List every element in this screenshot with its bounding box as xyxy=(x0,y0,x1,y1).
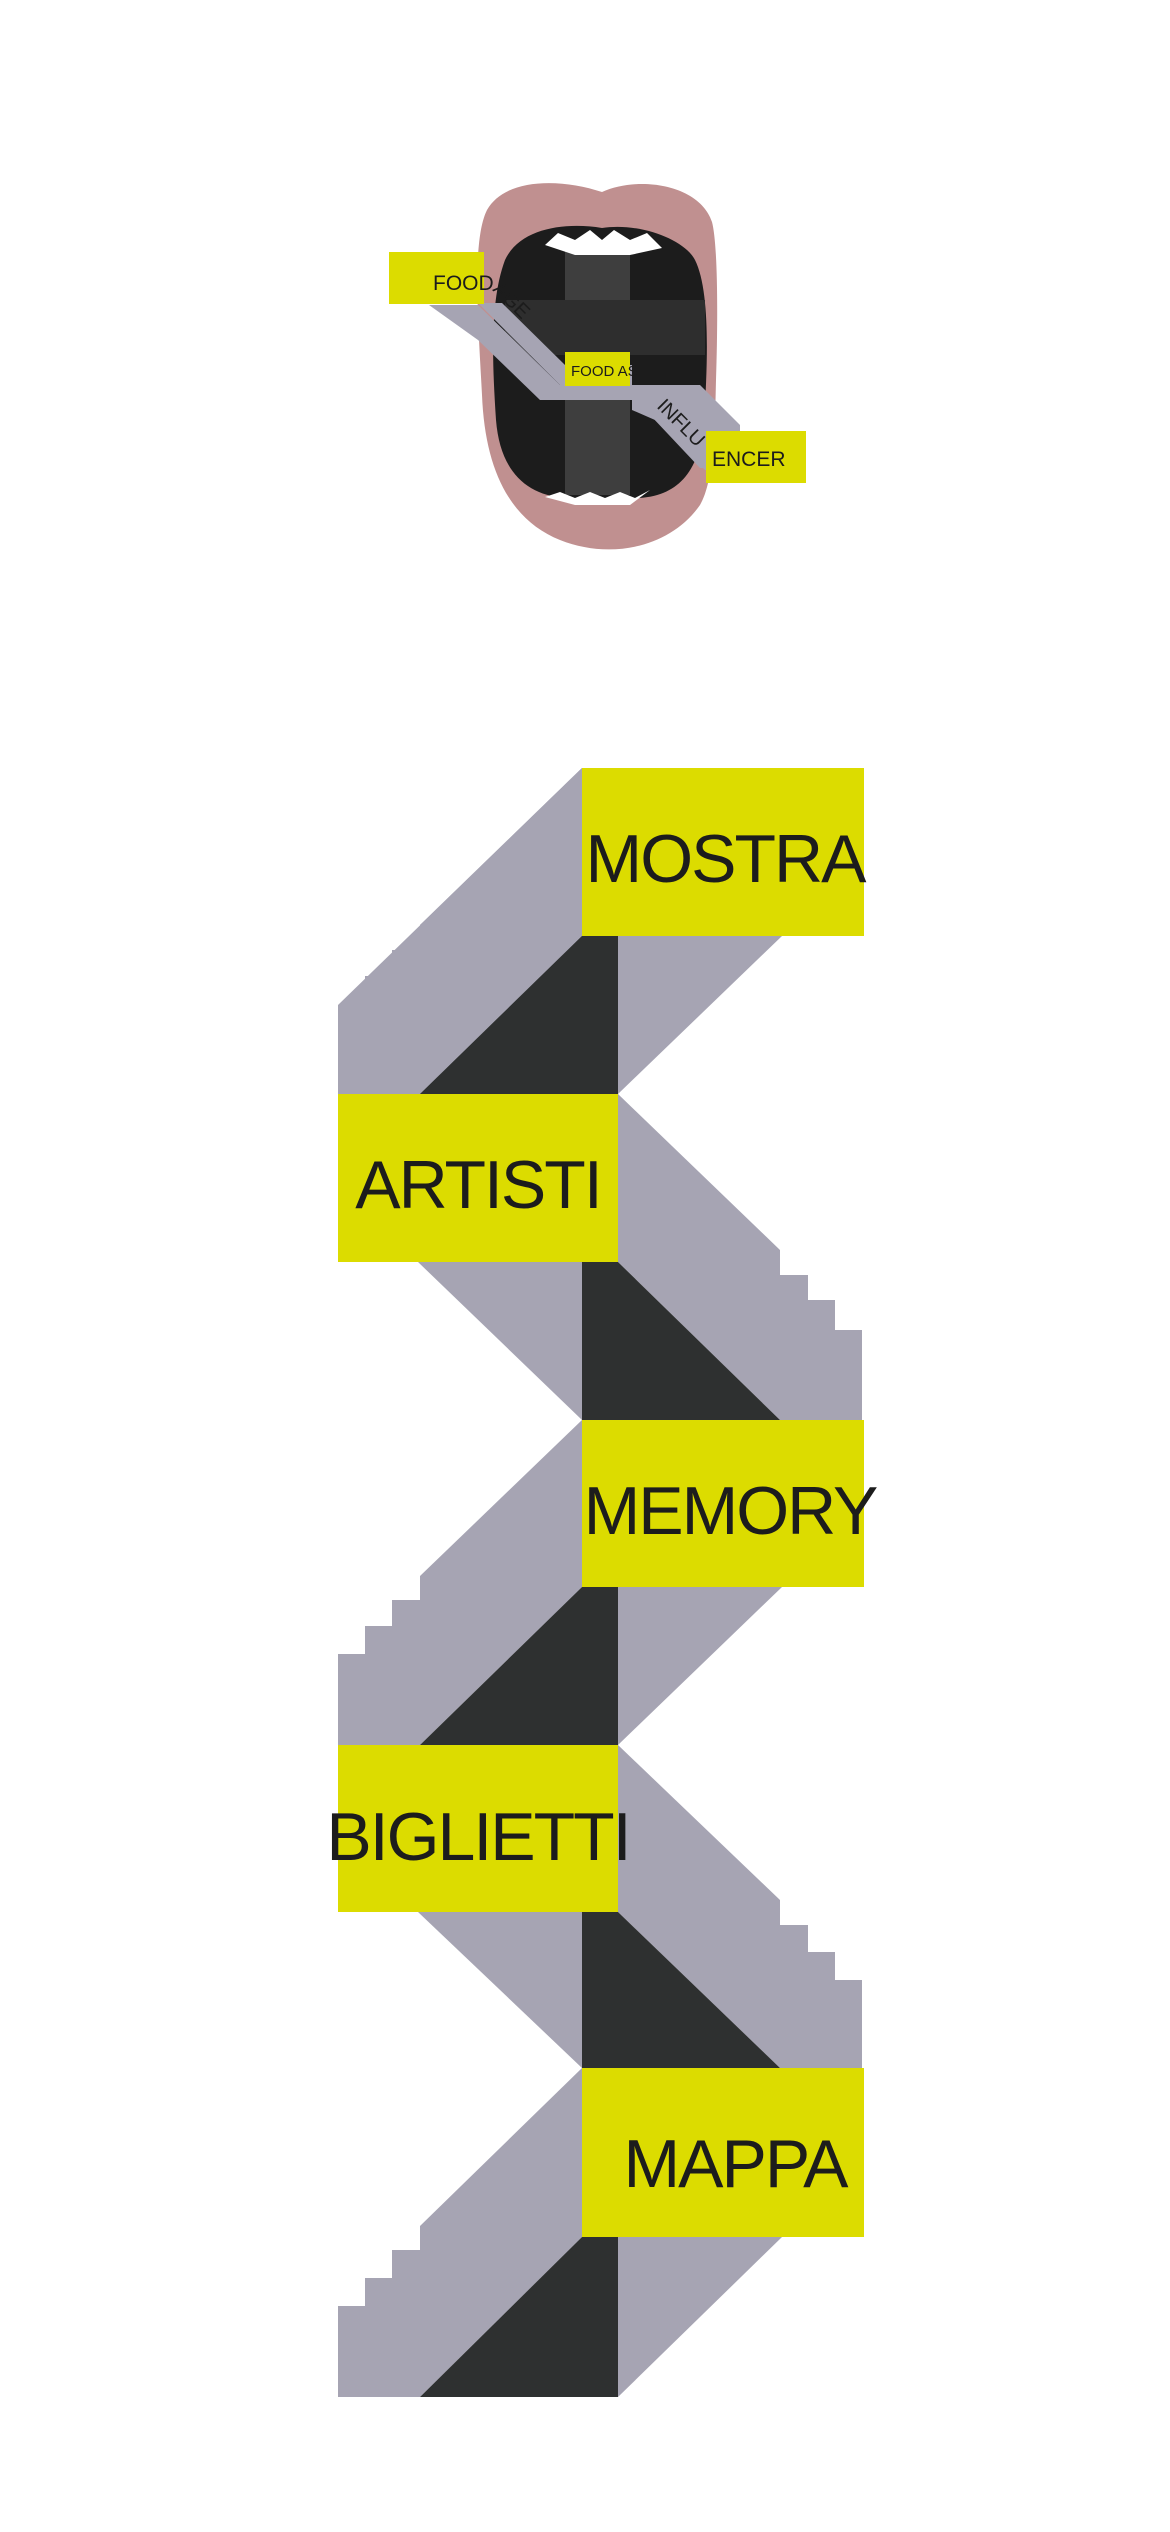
menu-item-biglietti-label: BIGLIETTI xyxy=(326,1799,629,1875)
logo-word-food: FOOD xyxy=(433,272,494,295)
menu-item-biglietti-bg xyxy=(338,1745,618,1912)
stair-segment-2 xyxy=(418,1094,862,1420)
logo-tag-food-as xyxy=(565,352,630,386)
stair-segment-4 xyxy=(418,1745,862,2068)
stair-side xyxy=(618,1587,782,1745)
menu-item-mostra-label: MOSTRA xyxy=(586,821,868,897)
lips-icon xyxy=(477,183,718,550)
menu-item-mappa-label: MAPPA xyxy=(623,2126,849,2202)
stair-side xyxy=(618,936,782,1094)
logo-tag-encer xyxy=(706,431,806,483)
menu-item-memory[interactable]: MEMORY xyxy=(582,1420,879,1587)
food-age-logo[interactable]: FOOD AGE FOOD AS INFLU ENCER xyxy=(389,183,806,550)
menu-item-memory-label: MEMORY xyxy=(584,1473,877,1549)
stair-segment-3 xyxy=(338,1420,782,1745)
menu-item-biglietti[interactable]: BIGLIETTI xyxy=(326,1745,632,1912)
stair-side xyxy=(618,2237,782,2397)
menu-item-mostra-bg xyxy=(582,768,864,936)
stair-top-flight xyxy=(338,768,582,1094)
stair-segment-5 xyxy=(338,2068,782,2397)
logo-band-upper xyxy=(478,303,632,385)
menu-item-artisti-bg xyxy=(338,1094,618,1262)
logo-tag-food xyxy=(389,252,484,304)
logo-band-shadow xyxy=(429,305,728,468)
logo-word-food-as: FOOD AS xyxy=(571,363,638,380)
stair-flight xyxy=(338,2068,582,2397)
menu-item-artisti-label: ARTISTI xyxy=(355,1147,600,1223)
menu-item-mostra[interactable]: MOSTRA xyxy=(582,768,869,936)
stair-top-shadow xyxy=(420,936,618,1094)
stair-flight xyxy=(618,1094,862,1420)
stair-top-fill xyxy=(420,768,582,1094)
menu-item-mappa[interactable]: MAPPA xyxy=(582,2068,864,2237)
logo-word-encer: ENCER xyxy=(712,448,786,471)
stair-shadow xyxy=(420,2237,618,2397)
stair-shadow xyxy=(582,1912,780,2068)
stair-flight xyxy=(618,1745,862,2068)
menu-item-mappa-bg xyxy=(582,2068,864,2237)
stair-side xyxy=(418,1262,582,1420)
menu-item-memory-bg xyxy=(582,1420,864,1587)
stair-shadow xyxy=(420,1587,618,1745)
stair-side xyxy=(418,1912,582,2068)
menu-item-artisti[interactable]: ARTISTI xyxy=(338,1094,618,1262)
stair-flight xyxy=(338,1420,582,1745)
stair-shadow xyxy=(582,1262,780,1420)
